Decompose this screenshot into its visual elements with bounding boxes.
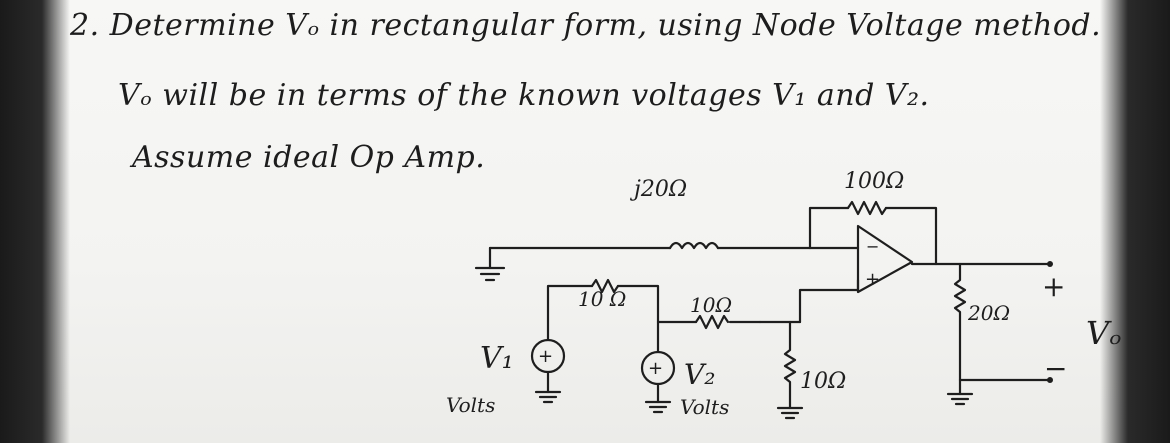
output-terminal-bottom (1047, 377, 1053, 383)
feedback-resistor-label: 100Ω (844, 169, 904, 194)
inductor-j20 (668, 241, 720, 250)
problem-line-2: Vₒ will be in terms of the known voltage… (118, 78, 930, 113)
shunt-resistor-10 (783, 320, 797, 410)
output-plus-label: + (1042, 270, 1065, 303)
problem-line-1: 2. Determine Vₒ in rectangular form, usi… (70, 8, 1101, 43)
resistor-mid-label: 10Ω (690, 293, 732, 317)
wire-node-a (616, 284, 698, 324)
inductor-label: j20Ω (629, 177, 687, 202)
resistor-10-mid (694, 314, 730, 330)
source1-unit-label: Volts (446, 393, 495, 417)
resistor-left-label: 10 Ω (578, 287, 626, 311)
left-shadow (0, 0, 70, 443)
shunt-resistor-label: 10Ω (800, 369, 846, 394)
resistor-10-left (590, 278, 620, 294)
wire-noninverting-input (798, 278, 860, 324)
opamp-plus-sign: + (865, 269, 880, 290)
source2-label: V₂ (684, 358, 715, 391)
ground-symbol-v1 (534, 390, 562, 404)
output-minus-label: − (1044, 352, 1067, 385)
output-terminal-top (1047, 261, 1053, 267)
problem-line-3: Assume ideal Op Amp. (132, 140, 486, 175)
v1-plus-sign: + (538, 346, 553, 367)
source2-unit-label: Volts (680, 395, 729, 419)
problem-number: 2. (70, 8, 100, 43)
ground-symbol-shunt (776, 406, 804, 420)
load-resistor (953, 262, 967, 382)
load-resistor-label: 20Ω (967, 301, 1010, 325)
source1-label: V₁ (480, 341, 514, 376)
ground-symbol-load (946, 378, 974, 406)
problem-text-1: Determine Vₒ in rectangular form, using … (109, 8, 1102, 43)
output-voltage-label: Vₒ (1086, 314, 1121, 352)
wire-feedback-left (808, 206, 850, 250)
opamp-triangle (856, 224, 914, 294)
ground-symbol-v2 (644, 400, 672, 414)
wire-feedback-right (884, 206, 938, 266)
wire-v1-up (546, 284, 594, 342)
ground-symbol-left (474, 246, 506, 282)
v2-plus-sign: + (648, 358, 663, 379)
opamp-minus-sign: − (866, 237, 879, 256)
feedback-resistor (846, 200, 888, 216)
